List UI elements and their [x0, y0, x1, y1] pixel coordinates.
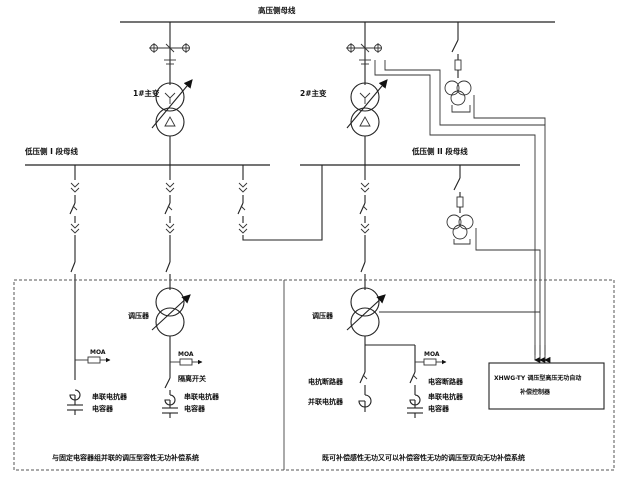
moa-mid-label: MOA [178, 351, 194, 358]
feeder-d: 调压器 电抗断路器 并联电抗器 MOA 电容断路器 串联电抗器 电容器 [308, 165, 540, 418]
series-reactor-2-label: 串联电抗器 [184, 392, 220, 401]
lv-pt-branch [446, 165, 541, 355]
regulator-left-label: 调压器 [128, 311, 150, 320]
reactor-breaker-label: 电抗断路器 [308, 377, 344, 386]
main-transformer-1: 1#主变 [133, 22, 193, 165]
lv-bus-2: 低压侧 II 段母线 [300, 146, 520, 166]
controller-line-1: XHWG-TY 调压型高压无功自动 [494, 374, 581, 382]
capacitor-2-label: 电容器 [184, 404, 206, 413]
hv-pt-branch [444, 22, 546, 125]
capacitor-1-label: 电容器 [92, 404, 114, 413]
left-system-frame [13, 279, 285, 471]
shunt-reactor-label: 并联电抗器 [308, 397, 344, 406]
right-system-frame [283, 279, 615, 471]
transformer-1-label: 1#主变 [133, 88, 160, 98]
moa-right-label: MOA [424, 351, 440, 358]
series-reactor-1-label: 串联电抗器 [92, 392, 128, 401]
feeder-b: 调压器 MOA 隔离开关 串联电抗器 电容器 [128, 165, 220, 418]
hv-bus-label: 高压侧母线 [258, 5, 296, 15]
right-system-caption: 既可补偿感性无功又可以补偿容性无功的调压型双向无功补偿系统 [322, 453, 525, 462]
feeder-c [237, 165, 323, 241]
moa-left-label: MOA [90, 349, 106, 356]
regulator-right-label: 调压器 [312, 311, 334, 320]
capacitor-3-label: 电容器 [428, 404, 450, 413]
compensation-controller: XHWG-TY 调压型高压无功自动 补偿控制器 [488, 345, 605, 410]
series-reactor-3-label: 串联电抗器 [428, 392, 464, 401]
main-transformer-2: 2#主变 [300, 22, 546, 355]
feeder-a: MOA 串联电抗器 电容器 [67, 165, 128, 415]
lv-bus-1-label: 低压侧 I 段母线 [24, 146, 79, 156]
lv-bus-1: 低压侧 I 段母线 [24, 146, 270, 166]
isolating-switch-label: 隔离开关 [178, 374, 206, 383]
hv-bus: 高压侧母线 [120, 5, 555, 23]
controller-line-2: 补偿控制器 [519, 388, 551, 396]
capacitor-breaker-label: 电容断路器 [428, 377, 464, 386]
left-system-caption: 与固定电容器组并联的调压型容性无功补偿系统 [52, 453, 199, 462]
lv-bus-2-label: 低压侧 II 段母线 [411, 146, 468, 156]
transformer-2-label: 2#主变 [300, 88, 327, 98]
